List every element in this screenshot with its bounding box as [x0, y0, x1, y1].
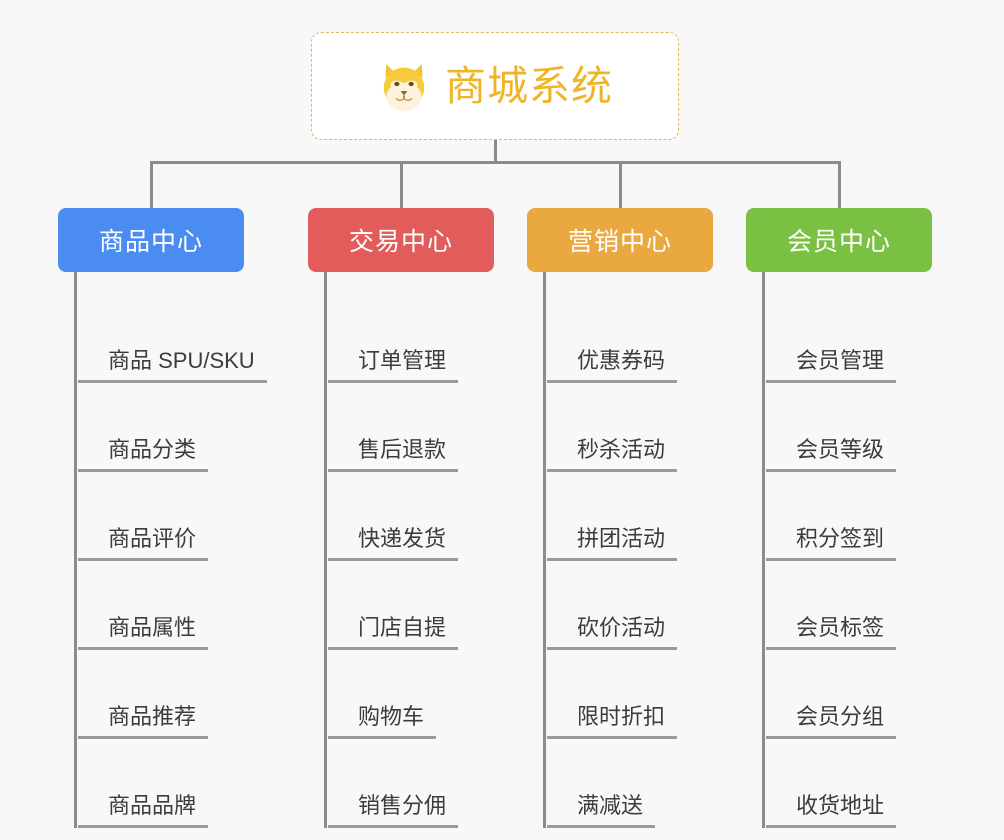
leaf-label: 购物车 [328, 704, 437, 739]
leaf-item[interactable]: 商品 SPU/SKU [74, 294, 267, 383]
category-header-label: 营销中心 [567, 228, 672, 256]
leaf-label: 秒杀活动 [547, 437, 678, 472]
connector-spine-2 [324, 272, 327, 828]
leaf-label: 限时折扣 [547, 704, 678, 739]
leaf-label: 积分签到 [766, 526, 897, 561]
leaf-list-marketing: 优惠券码 秒杀活动 拼团活动 砍价活动 限时折扣 满减送 [527, 272, 713, 828]
leaf-label: 商品推荐 [78, 704, 209, 739]
connector-spine-3 [543, 272, 546, 828]
leaf-label: 会员等级 [766, 437, 897, 472]
leaf-label: 会员管理 [766, 348, 897, 383]
category-column-member: 会员中心 会员管理 会员等级 积分签到 会员标签 会员分组 收货地址 [746, 208, 932, 828]
connector-spine-4 [762, 272, 765, 828]
leaf-label: 快递发货 [328, 526, 459, 561]
leaf-item[interactable]: 秒杀活动 [543, 383, 713, 472]
category-column-marketing: 营销中心 优惠券码 秒杀活动 拼团活动 砍价活动 限时折扣 满减送 [527, 208, 713, 828]
leaf-item[interactable]: 商品评价 [74, 472, 244, 561]
category-header-product[interactable]: 商品中心 [58, 208, 244, 272]
connector-spine-1 [74, 272, 77, 828]
leaf-item[interactable]: 拼团活动 [543, 472, 713, 561]
leaf-list-member: 会员管理 会员等级 积分签到 会员标签 会员分组 收货地址 [746, 272, 932, 828]
leaf-label: 商品品牌 [78, 793, 209, 828]
leaf-item[interactable]: 商品属性 [74, 561, 244, 650]
leaf-label: 会员分组 [766, 704, 897, 739]
leaf-item[interactable]: 商品品牌 [74, 739, 244, 828]
leaf-label: 商品评价 [78, 526, 209, 561]
leaf-label: 商品属性 [78, 615, 209, 650]
leaf-label: 订单管理 [328, 348, 459, 383]
leaf-label: 砍价活动 [547, 615, 678, 650]
root-title: 商城系统 [445, 62, 613, 109]
leaf-item[interactable]: 商品分类 [74, 383, 244, 472]
category-header-trade[interactable]: 交易中心 [308, 208, 494, 272]
leaf-label: 会员标签 [766, 615, 897, 650]
category-header-label: 商品中心 [98, 228, 203, 256]
leaf-item[interactable]: 商品推荐 [74, 650, 244, 739]
category-column-trade: 交易中心 订单管理 售后退款 快递发货 门店自提 购物车 销售分佣 [308, 208, 494, 828]
leaf-item[interactable]: 会员等级 [762, 383, 932, 472]
leaf-item[interactable]: 订单管理 [324, 294, 494, 383]
connector-drop-1 [150, 161, 153, 208]
connector-root-stem [494, 140, 497, 164]
root-node[interactable]: 商城系统 [311, 32, 679, 140]
leaf-label: 优惠券码 [547, 348, 678, 383]
leaf-item[interactable]: 会员管理 [762, 294, 932, 383]
connector-drop-2 [400, 161, 403, 208]
leaf-label: 商品 SPU/SKU [78, 348, 267, 383]
leaf-label: 拼团活动 [547, 526, 678, 561]
leaf-list-trade: 订单管理 售后退款 快递发货 门店自提 购物车 销售分佣 [308, 272, 494, 828]
leaf-label: 满减送 [547, 793, 656, 828]
leaf-item[interactable]: 限时折扣 [543, 650, 713, 739]
shiba-dog-face-icon [383, 64, 425, 112]
leaf-label: 销售分佣 [328, 793, 459, 828]
leaf-label: 收货地址 [766, 793, 897, 828]
leaf-item[interactable]: 会员标签 [762, 561, 932, 650]
category-header-marketing[interactable]: 营销中心 [527, 208, 713, 272]
leaf-label: 商品分类 [78, 437, 209, 472]
leaf-item[interactable]: 砍价活动 [543, 561, 713, 650]
leaf-label: 门店自提 [328, 615, 459, 650]
category-header-label: 会员中心 [786, 228, 891, 256]
leaf-label: 售后退款 [328, 437, 459, 472]
leaf-item[interactable]: 会员分组 [762, 650, 932, 739]
category-column-product: 商品中心 商品 SPU/SKU 商品分类 商品评价 商品属性 商品推荐 商品品牌 [58, 208, 267, 828]
leaf-item[interactable]: 收货地址 [762, 739, 932, 828]
leaf-list-product: 商品 SPU/SKU 商品分类 商品评价 商品属性 商品推荐 商品品牌 [58, 272, 267, 828]
leaf-item[interactable]: 满减送 [543, 739, 713, 828]
leaf-item[interactable]: 售后退款 [324, 383, 494, 472]
leaf-item[interactable]: 购物车 [324, 650, 494, 739]
connector-horizontal-bus [150, 161, 840, 164]
category-header-member[interactable]: 会员中心 [746, 208, 932, 272]
leaf-item[interactable]: 门店自提 [324, 561, 494, 650]
leaf-item[interactable]: 积分签到 [762, 472, 932, 561]
leaf-item[interactable]: 优惠券码 [543, 294, 713, 383]
leaf-item[interactable]: 销售分佣 [324, 739, 494, 828]
category-header-label: 交易中心 [348, 228, 453, 256]
connector-drop-3 [619, 161, 622, 208]
connector-drop-4 [838, 161, 841, 208]
leaf-item[interactable]: 快递发货 [324, 472, 494, 561]
